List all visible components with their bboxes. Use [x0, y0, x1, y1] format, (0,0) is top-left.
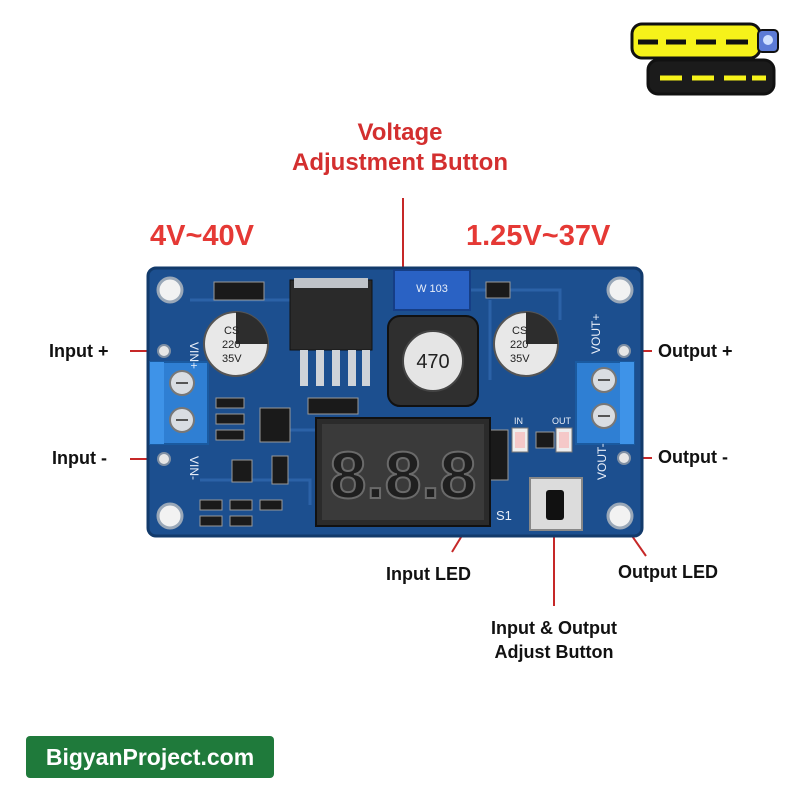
capacitor-right: CS 220 35V: [493, 311, 559, 377]
svg-text:CS: CS: [512, 325, 527, 337]
capacitor-left: CS 220 35V: [203, 311, 269, 377]
output-terminal: [575, 361, 635, 445]
svg-text:8.8.8: 8.8.8: [330, 438, 477, 512]
voltage-title-line1: Voltage: [357, 119, 443, 146]
label-input-minus: Input -: [52, 448, 107, 468]
input-led: [511, 427, 529, 453]
svg-text:35V: 35V: [510, 353, 530, 365]
regulator-ic: [289, 278, 373, 386]
svg-text:VIN-: VIN-: [187, 456, 201, 480]
seven-segment-display: 8.8.8: [315, 417, 491, 527]
svg-text:S1: S1: [496, 508, 512, 523]
output-led: [555, 427, 573, 453]
site-badge[interactable]: BigyanProject.com: [26, 736, 274, 778]
inductor: 470: [387, 315, 479, 407]
label-output-plus: Output +: [658, 341, 733, 361]
svg-text:220: 220: [222, 339, 240, 351]
svg-text:VIN+: VIN+: [187, 342, 201, 369]
label-output-minus: Output -: [658, 447, 728, 467]
potentiometer: W 103: [393, 269, 471, 311]
voltage-title-line2: Adjustment Button: [292, 149, 508, 176]
svg-text:35V: 35V: [222, 353, 242, 365]
svg-text:VOUT+: VOUT+: [589, 314, 603, 354]
label-output-led: Output LED: [618, 562, 718, 582]
voltage-adjustment-title: Voltage Adjustment Button: [240, 118, 560, 178]
label-input-plus: Input +: [49, 341, 109, 361]
adjust-button-line1: Input & Output: [491, 618, 617, 638]
svg-text:IN: IN: [514, 416, 523, 426]
svg-text:W 103: W 103: [416, 283, 448, 295]
label-input-led: Input LED: [386, 564, 471, 584]
adjust-button-line2: Adjust Button: [494, 642, 614, 663]
svg-text:470: 470: [416, 351, 449, 373]
input-terminal: [149, 361, 209, 445]
input-range: 4V~40V: [150, 220, 255, 252]
svg-text:VOUT-: VOUT-: [595, 443, 609, 480]
label-adjust-button: Input & Output Adjust Button: [452, 616, 656, 665]
push-button: [529, 477, 583, 531]
svg-text:CS: CS: [224, 325, 239, 337]
brand-logo: [626, 18, 782, 98]
output-range: 1.25V~37V: [466, 220, 611, 252]
svg-text:220: 220: [510, 339, 528, 351]
svg-text:OUT: OUT: [552, 416, 572, 426]
